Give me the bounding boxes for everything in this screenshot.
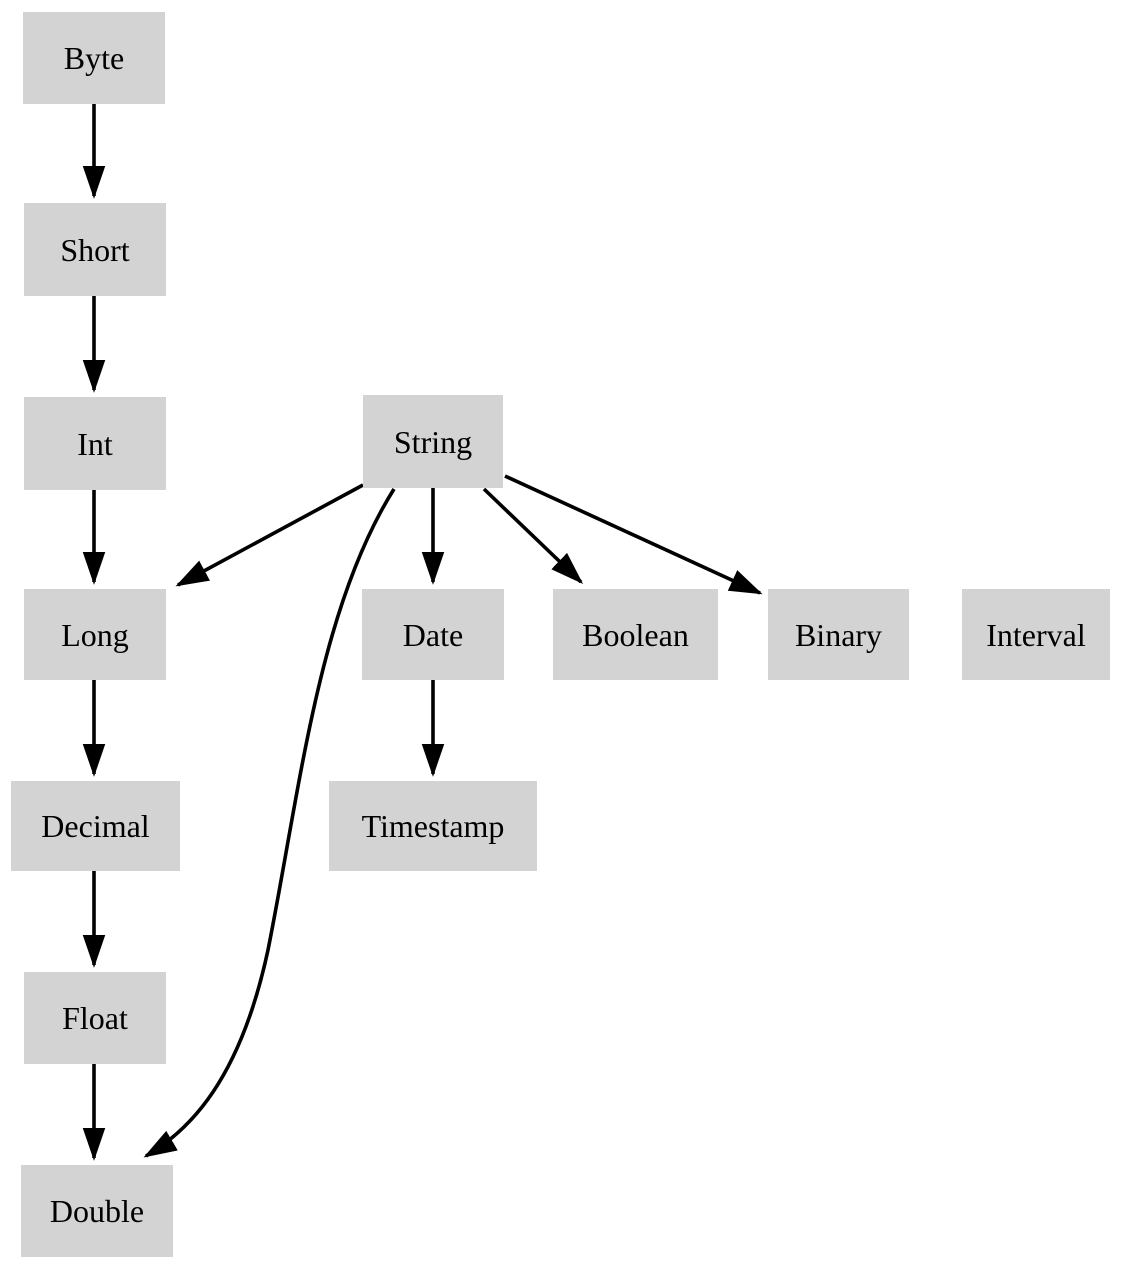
node-double[interactable]: Double — [21, 1165, 173, 1257]
node-binary[interactable]: Binary — [768, 589, 909, 680]
node-date-label: Date — [402, 616, 464, 653]
node-interval-label: Interval — [986, 616, 1086, 653]
node-int-label: Int — [77, 425, 113, 462]
node-float[interactable]: Float — [24, 972, 166, 1064]
node-decimal-label: Decimal — [41, 808, 150, 844]
node-int[interactable]: Int — [24, 397, 166, 490]
node-short[interactable]: Short — [24, 203, 166, 296]
node-float-label: Float — [62, 1000, 128, 1036]
node-date[interactable]: Date — [362, 589, 504, 680]
node-string-label: String — [393, 423, 473, 460]
node-timestamp[interactable]: Timestamp — [329, 781, 537, 871]
node-long[interactable]: Long — [24, 589, 166, 680]
node-byte[interactable]: Byte — [23, 12, 165, 104]
node-double-label: Double — [49, 1193, 145, 1229]
node-boolean[interactable]: Boolean — [553, 589, 718, 680]
node-long-label: Long — [61, 616, 129, 653]
node-boolean-label: Boolean — [582, 616, 689, 653]
node-byte-label: Byte — [63, 40, 125, 76]
node-interval[interactable]: Interval — [962, 589, 1110, 680]
node-decimal[interactable]: Decimal — [11, 781, 180, 871]
node-string[interactable]: String — [363, 395, 503, 488]
node-timestamp-label: Timestamp — [361, 808, 505, 844]
node-short-label: Short — [60, 231, 130, 268]
node-binary-label: Binary — [794, 616, 883, 653]
